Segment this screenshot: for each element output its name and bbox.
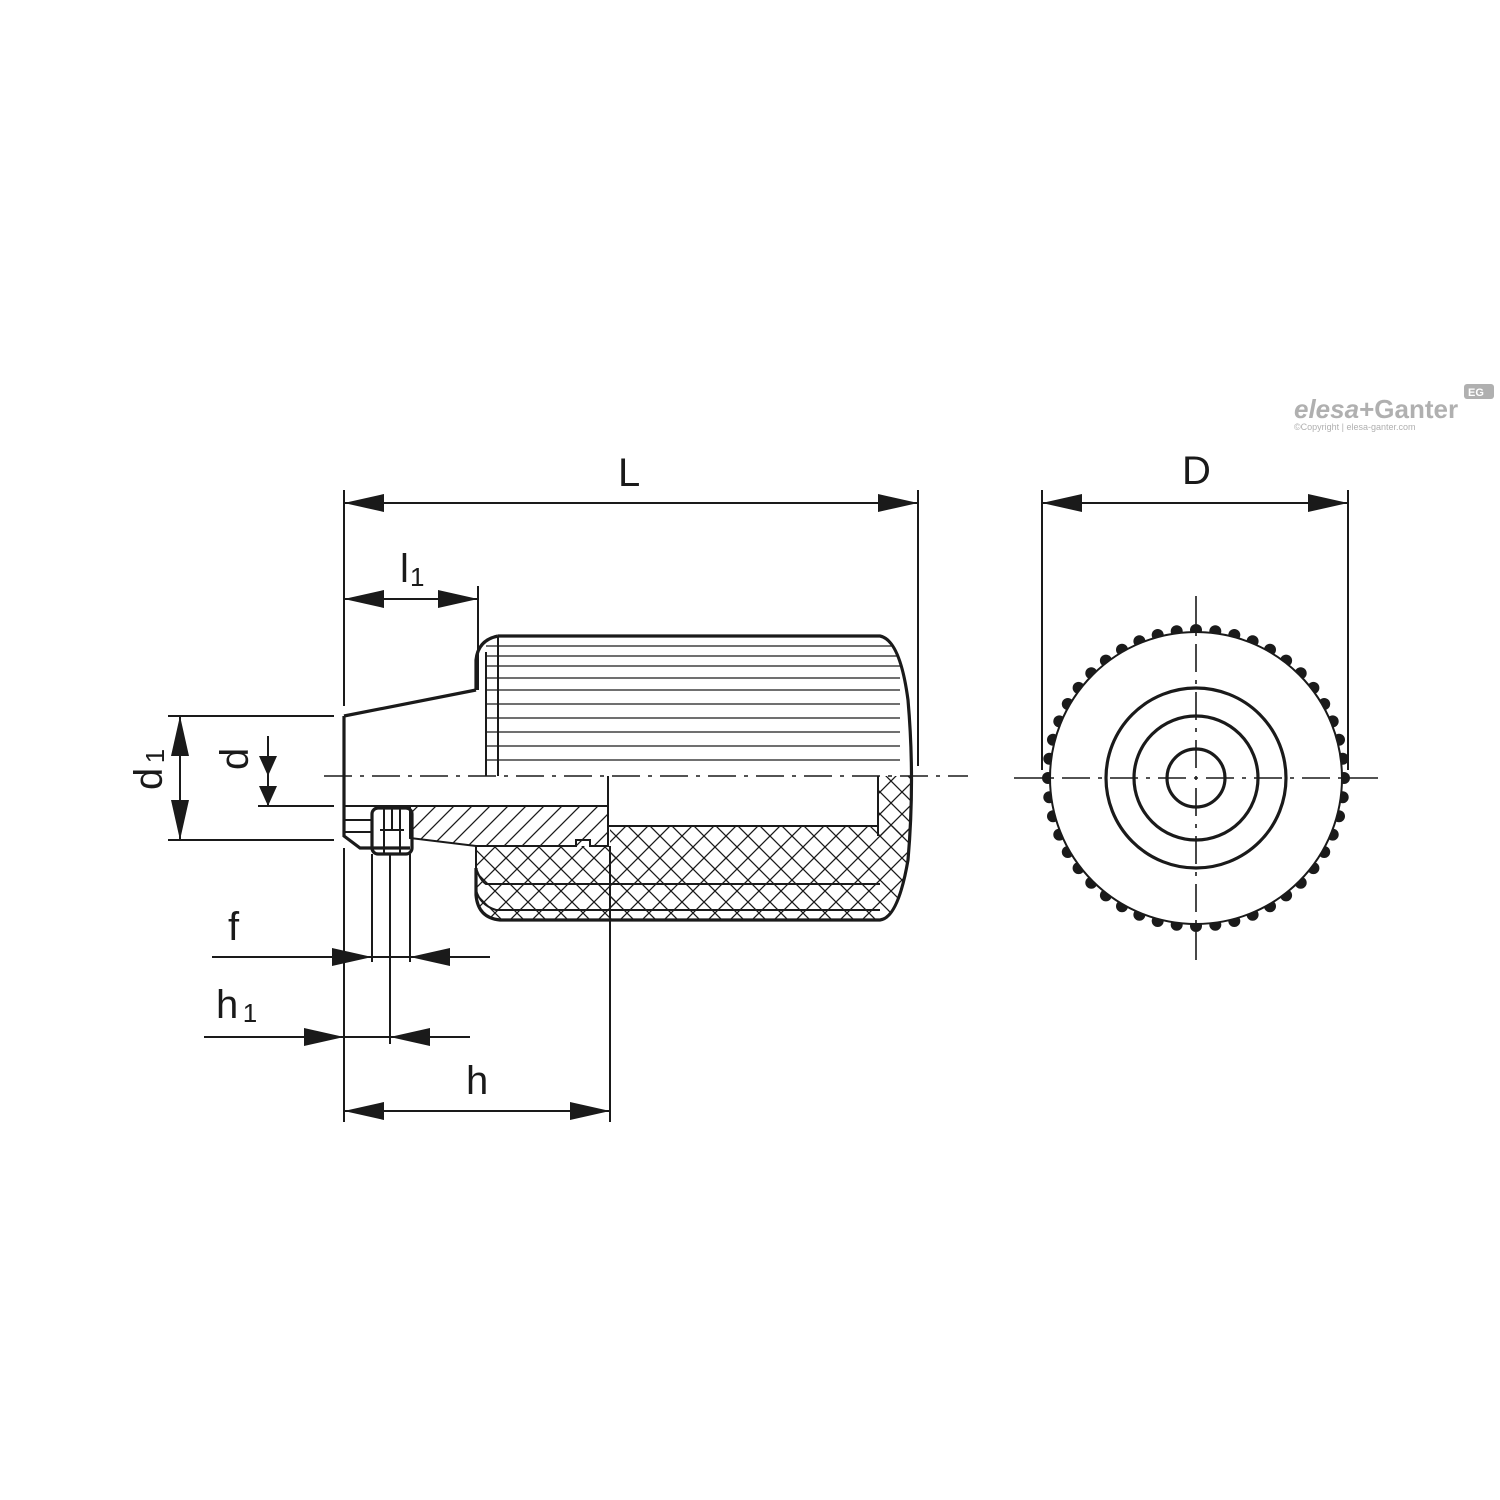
section-hatch-knob — [476, 776, 912, 920]
dim-label-h1: h 1 — [216, 983, 257, 1028]
dim-label-l1-sub: 1 — [410, 562, 424, 592]
insert-inner-line-2 — [475, 889, 880, 911]
logo-badge-text: EG — [1468, 387, 1484, 399]
dim-label-l1-main: l — [400, 547, 409, 591]
ribbing — [486, 645, 900, 761]
logo-brand-plus: + — [1359, 394, 1374, 424]
knob-shoulder — [474, 634, 499, 690]
logo-wordmark: elesa+Ganter — [1294, 394, 1458, 424]
elesa-ganter-logo: elesa+Ganter EG ©Copyright | elesa-gante… — [1294, 384, 1494, 432]
dim-label-d1-sub: 1 — [140, 749, 170, 763]
dim-label-d1: d 1 — [127, 749, 171, 790]
dim-label-d: d — [213, 748, 257, 770]
dim-label-h1-sub: 1 — [243, 998, 257, 1028]
dim-label-D: D — [1182, 449, 1211, 493]
dim-label-L: L — [618, 451, 640, 495]
knob-outline — [474, 634, 914, 922]
logo-copyright: ©Copyright | elesa-ganter.com — [1294, 422, 1416, 432]
logo-brand-right: Ganter — [1374, 394, 1458, 424]
dim-label-l1: l 1 — [400, 547, 424, 592]
logo-badge-box — [1464, 384, 1494, 399]
section-hatch-hub — [410, 806, 608, 846]
front-ring-circle — [1104, 686, 1288, 870]
dim-label-h1-main: h — [216, 983, 238, 1027]
insert-inner-line — [475, 867, 880, 885]
dim-label-f: f — [228, 905, 240, 949]
hub-bore-step — [344, 819, 372, 833]
dim-label-h: h — [466, 1059, 488, 1103]
side-view — [324, 634, 968, 922]
dimension-lines — [168, 490, 1349, 1122]
set-screw — [370, 806, 414, 856]
logo-brand-left: elesa — [1294, 394, 1359, 424]
dim-label-d1-main: d — [127, 768, 171, 790]
front-view — [1014, 596, 1386, 962]
